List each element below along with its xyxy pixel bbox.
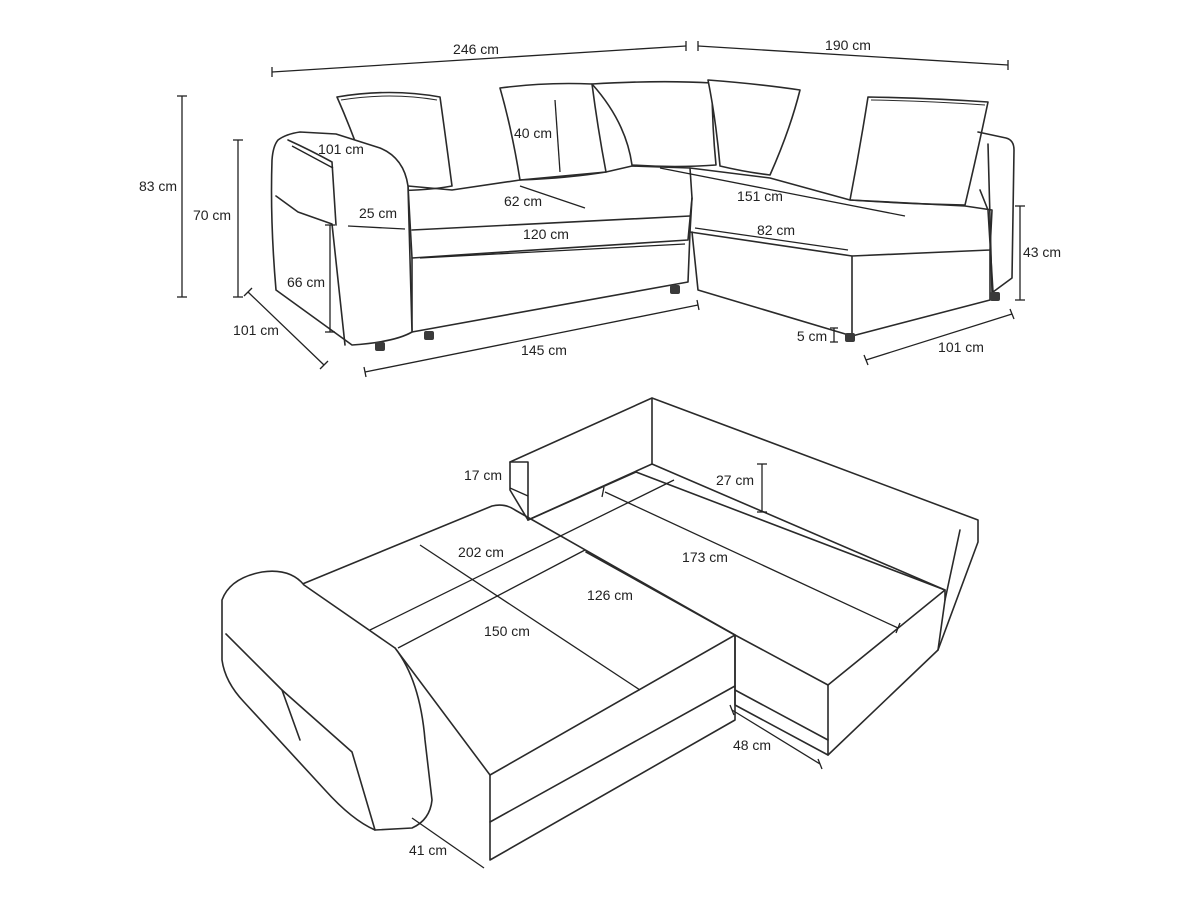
bed-dimension-labels: 17 cm 27 cm 202 cm 173 cm 126 cm 150 cm … bbox=[409, 467, 771, 858]
foot-2 bbox=[424, 331, 434, 340]
back-cushion-3 bbox=[591, 80, 717, 168]
bed-back-frame bbox=[509, 397, 979, 756]
label-bed-arm-width: 41 cm bbox=[409, 842, 447, 858]
label-seat-width: 120 cm bbox=[523, 226, 569, 242]
top-dimension-labels: 246 cm 190 cm 83 cm 70 cm 101 cm 40 cm 6… bbox=[139, 37, 1061, 358]
label-arm-top-width: 17 cm bbox=[464, 467, 502, 483]
left-base bbox=[411, 231, 691, 333]
label-long-seat-width: 151 cm bbox=[737, 188, 783, 204]
bed-right-arm bbox=[937, 529, 961, 651]
left-arm-top-edge bbox=[287, 139, 337, 226]
foot-5 bbox=[990, 292, 1000, 301]
back-cushion-4 bbox=[707, 79, 801, 176]
left-arm-panel bbox=[275, 195, 346, 346]
bed-chaise-top bbox=[527, 471, 946, 686]
top-dimension-lines bbox=[177, 41, 1025, 378]
foot-1 bbox=[375, 342, 385, 351]
left-arm bbox=[270, 131, 413, 346]
right-arm bbox=[977, 131, 1015, 293]
label-total-height: 83 cm bbox=[139, 178, 177, 194]
bed-mattress-edge bbox=[489, 685, 736, 823]
label-chaise-length: 173 cm bbox=[682, 549, 728, 565]
corner-sofa-drawing: 246 cm 190 cm 83 cm 70 cm 101 cm 40 cm 6… bbox=[139, 37, 1061, 378]
bed-left-arm-seam bbox=[281, 689, 301, 741]
label-arm-height: 70 cm bbox=[193, 207, 231, 223]
label-inner-height: 66 cm bbox=[287, 274, 325, 290]
sofa-bed-drawing: 17 cm 27 cm 202 cm 173 cm 126 cm 150 cm … bbox=[221, 397, 979, 869]
left-seat bbox=[407, 165, 693, 259]
label-total-width: 246 cm bbox=[453, 41, 499, 57]
bed-dimension-lines bbox=[369, 463, 901, 869]
label-back-cushion-height: 40 cm bbox=[514, 125, 552, 141]
bed-left-back-arm bbox=[509, 461, 529, 521]
label-side-depth: 101 cm bbox=[233, 322, 279, 338]
bed-mattress-top bbox=[299, 504, 736, 776]
label-storage-depth: 48 cm bbox=[733, 737, 771, 753]
bed-left-arm bbox=[221, 570, 433, 831]
label-arm-depth: 101 cm bbox=[318, 141, 364, 157]
seat-front-edge bbox=[411, 215, 691, 231]
bed-left-arm-panel bbox=[225, 633, 376, 831]
label-front-length: 145 cm bbox=[521, 342, 567, 358]
cushion-piping-1 bbox=[340, 95, 438, 101]
right-arm-edge bbox=[987, 143, 993, 293]
right-chaise-seat bbox=[689, 167, 993, 257]
label-bed-depth-middle: 126 cm bbox=[587, 587, 633, 603]
foot-4 bbox=[845, 333, 855, 342]
foot-3 bbox=[670, 285, 680, 294]
label-bed-length: 150 cm bbox=[484, 623, 530, 639]
label-leg-height: 5 cm bbox=[797, 328, 827, 344]
bed-mattress-front bbox=[489, 634, 736, 861]
label-bed-width: 202 cm bbox=[458, 544, 504, 560]
sofa-feet bbox=[375, 285, 1000, 351]
back-cushion-5 bbox=[849, 96, 989, 206]
label-arm-width: 25 cm bbox=[359, 205, 397, 221]
label-right-depth: 101 cm bbox=[938, 339, 984, 355]
label-back-height: 27 cm bbox=[716, 472, 754, 488]
label-seat-height: 43 cm bbox=[1023, 244, 1061, 260]
right-chaise-base bbox=[691, 231, 991, 337]
back-cushions bbox=[336, 79, 989, 206]
label-corner-width: 190 cm bbox=[825, 37, 871, 53]
bed-chaise-mid-edge bbox=[734, 689, 829, 741]
cushion-piping-5 bbox=[870, 99, 986, 106]
label-back-cushion-width: 62 cm bbox=[504, 193, 542, 209]
label-corner-seat-width: 82 cm bbox=[757, 222, 795, 238]
